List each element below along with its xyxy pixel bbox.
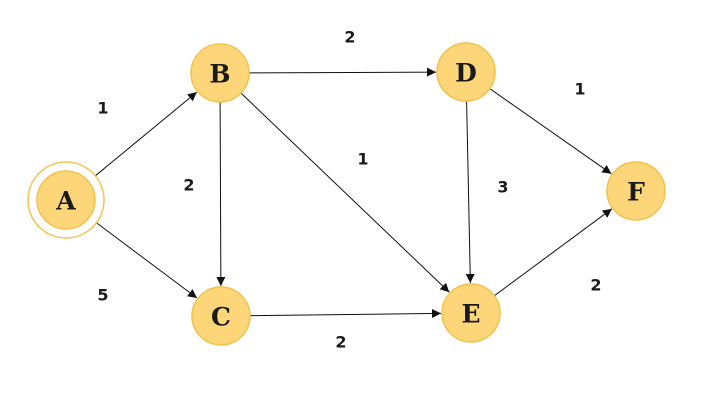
edge-weights-layer: 1 5 2 2 1 2 1 3 2 (97, 28, 601, 352)
node-circle (191, 286, 251, 346)
edge-a-c (96, 222, 198, 299)
nodes-layer: A B C D E F (27, 42, 666, 346)
node-c: C (191, 286, 251, 346)
node-circle (441, 283, 501, 343)
edge-e-f (494, 208, 613, 297)
node-circle (190, 43, 250, 103)
edge-weight-d-e: 3 (497, 178, 508, 197)
edge-weight-c-e: 2 (335, 333, 346, 352)
node-b: B (190, 43, 250, 103)
node-label: D (455, 59, 477, 88)
edges-layer (94, 67, 613, 318)
edge-weight-b-c: 2 (183, 176, 194, 195)
edge-b-c (216, 101, 226, 287)
node-label: F (627, 178, 645, 207)
edge-weight-a-b: 1 (97, 99, 108, 118)
node-circle (436, 42, 496, 102)
node-label: A (55, 187, 76, 216)
edge-weight-b-e: 1 (357, 150, 368, 169)
node-a: A (27, 161, 105, 239)
edge-d-e (465, 100, 475, 284)
node-circle (36, 170, 96, 230)
node-d: D (436, 42, 496, 102)
edge-d-f (489, 88, 612, 175)
edge-b-d (248, 67, 437, 77)
node-label: C (211, 303, 231, 332)
edge-b-e (240, 92, 450, 293)
node-label: B (209, 60, 230, 89)
edge-weight-a-c: 5 (97, 286, 108, 305)
edge-weight-d-f: 1 (574, 80, 585, 99)
edge-c-e (249, 308, 442, 318)
edge-a-b (94, 91, 198, 177)
edge-weight-e-f: 2 (590, 276, 601, 295)
node-e: E (441, 283, 501, 343)
node-circle (606, 161, 666, 221)
edge-weight-b-d: 2 (344, 28, 355, 47)
node-label: E (461, 300, 480, 329)
node-f: F (606, 161, 666, 221)
